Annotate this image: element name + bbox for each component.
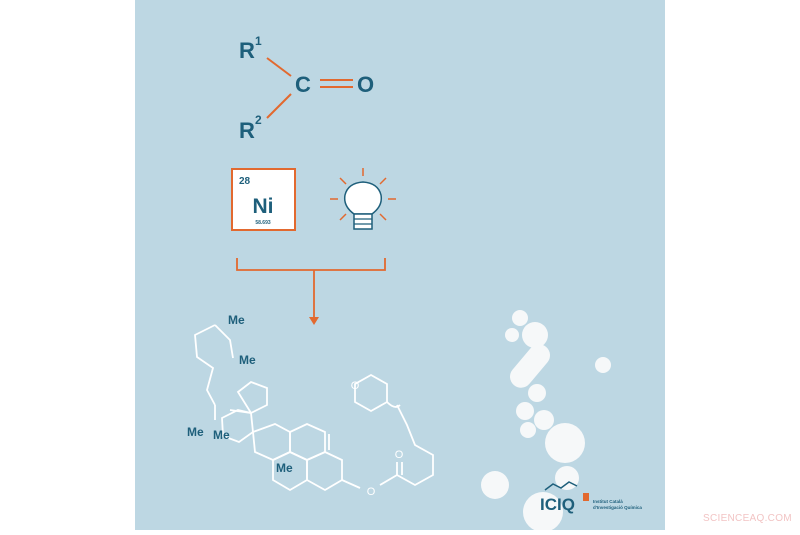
product-molecule: [194, 324, 434, 492]
methyl-label: Me: [213, 428, 230, 442]
element-symbol: Ni: [253, 195, 274, 218]
oxygen-label: O: [395, 449, 404, 461]
r1-superscript: 1: [255, 34, 262, 48]
oxygen-label: O: [351, 380, 360, 392]
atomic-number: 28: [239, 176, 251, 187]
methyl-label: Me: [228, 313, 245, 327]
watermark: SCIENCEAQ.COM: [703, 513, 792, 524]
oxygen-label: O: [367, 486, 376, 498]
r2-label: R: [239, 118, 255, 143]
logo-line1: Institut Català: [593, 499, 623, 504]
illustration-panel: R 1 R 2 C O 28 Ni 58.693: [135, 0, 665, 532]
reaction-arrow: [236, 258, 386, 318]
iciq-logo: ICIQ Institut Català d'Investigació Quím…: [540, 481, 642, 514]
carbonyl-compound: R 1 R 2 C O: [239, 34, 374, 143]
oxygen-label: O: [357, 72, 374, 97]
lightbulb-icon: [330, 168, 396, 230]
carbon-label: C: [295, 72, 311, 97]
carbonyl-bonds: [266, 57, 353, 119]
logo-line2: d'Investigació Química: [593, 505, 642, 510]
methyl-label: Me: [187, 425, 204, 439]
r2-superscript: 2: [255, 113, 262, 127]
r1-label: R: [239, 38, 255, 63]
methyl-label: Me: [239, 353, 256, 367]
methyl-label: Me: [276, 461, 293, 475]
reaction-diagram: R 1 R 2 C O 28 Ni 58.693: [135, 0, 665, 532]
logo-wordmark: ICIQ: [540, 495, 575, 514]
atomic-mass: 58.693: [255, 220, 271, 226]
nickel-element-tile: 28 Ni 58.693: [231, 168, 296, 231]
